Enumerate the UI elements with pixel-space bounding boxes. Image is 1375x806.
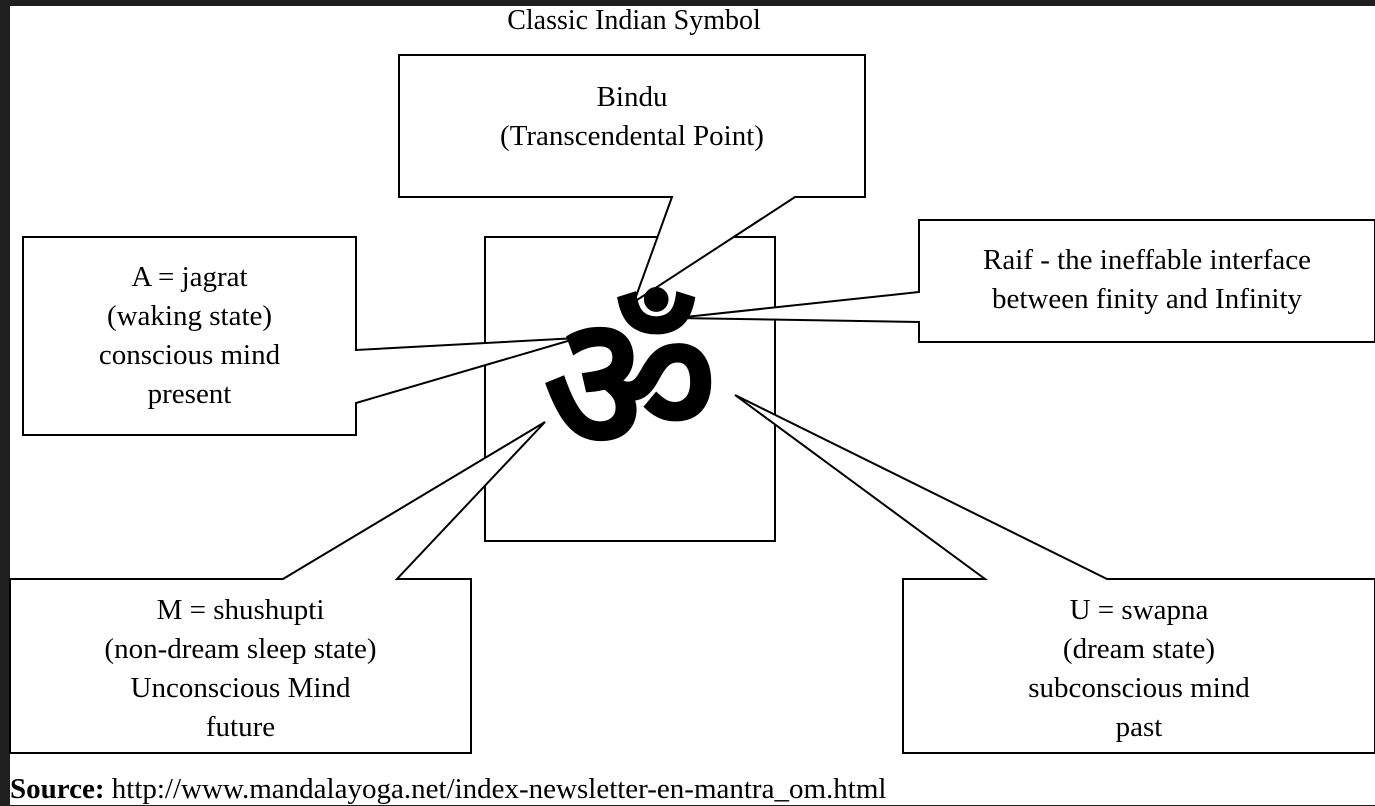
u-callout-box <box>734 394 1375 754</box>
m-line-2: (non-dream sleep state) <box>104 633 377 665</box>
source-line: Source: http://www.mandalayoga.net/index… <box>10 772 886 806</box>
m-line-1: M = shushupti <box>156 594 325 626</box>
a-line-2: (waking state) <box>106 300 273 332</box>
m-callout-box <box>9 421 546 754</box>
u-line-4: past <box>1115 711 1163 743</box>
u-label: U = swapna (dream state) subconscious mi… <box>904 591 1374 747</box>
u-line-3: subconscious mind <box>1028 672 1250 704</box>
a-line-3: conscious mind <box>98 339 281 371</box>
raif-callout-box <box>675 219 1375 343</box>
a-callout-box <box>22 236 579 436</box>
symbol-frame <box>484 236 776 542</box>
raif-line-2: between finity and Infinity <box>991 283 1303 315</box>
a-label: A = jagrat (waking state) conscious mind… <box>24 258 355 414</box>
bindu-label: Bindu (Transcendental Point) <box>400 78 864 156</box>
bindu-callout-box <box>398 54 866 305</box>
raif-line-1: Raif - the ineffable interface <box>983 244 1311 276</box>
bindu-line-1: Bindu <box>596 81 668 113</box>
u-line-1: U = swapna <box>1069 594 1209 626</box>
a-line-1: A = jagrat <box>131 261 248 293</box>
source-url[interactable]: http://www.mandalayoga.net/index-newslet… <box>111 773 887 805</box>
m-line-4: future <box>205 711 276 743</box>
a-line-4: present <box>147 378 232 410</box>
om-symbol: ॐ <box>543 274 717 495</box>
raif-label: Raif - the ineffable interface between f… <box>920 241 1374 319</box>
u-line-2: (dream state) <box>1062 633 1216 665</box>
source-label: Source: <box>10 773 105 805</box>
diagram-title: Classic Indian Symbol <box>507 5 761 36</box>
m-label: M = shushupti (non-dream sleep state) Un… <box>11 591 470 747</box>
bindu-line-2: (Transcendental Point) <box>500 120 764 152</box>
m-line-3: Unconscious Mind <box>130 672 351 704</box>
